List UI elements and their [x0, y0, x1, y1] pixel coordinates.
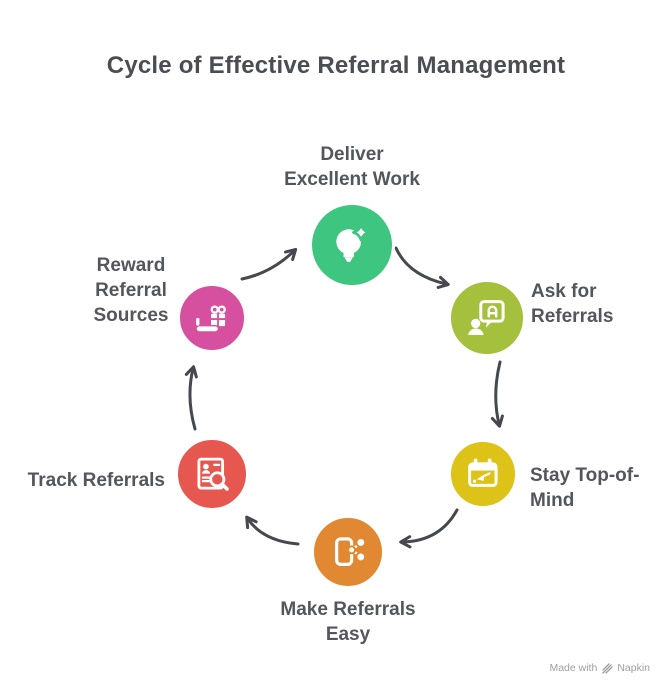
arrow-stay-to-make [399, 508, 459, 549]
lightbulb-sparkle-icon [336, 223, 371, 263]
label-line: Mind [530, 490, 575, 511]
watermark: Made with Napkin [549, 662, 650, 674]
arrow-reward-to-deliver [240, 247, 298, 281]
person-speech-bubble-icon [467, 299, 505, 335]
node-circle-deliver [309, 202, 395, 288]
node-label-make-referrals-easy: Make Referrals Easy [248, 597, 448, 647]
document-magnifier-icon [197, 457, 229, 491]
node-circle-make [311, 515, 385, 589]
label-line: Stay Top-of- [530, 465, 640, 486]
node-circle-stay [448, 439, 518, 509]
node-circle-reward [177, 283, 247, 353]
label-line: Sources [93, 305, 169, 326]
node-label-deliver-excellent-work: Deliver Excellent Work [252, 142, 452, 192]
node-label-reward-referral-sources: Reward Referral Sources [56, 253, 206, 328]
label-line: Track Referrals [27, 470, 165, 491]
calendar-pointer-icon [468, 458, 498, 488]
phone-share-icon [335, 536, 367, 566]
label-line: Referrals [531, 306, 614, 327]
label-line: Reward [96, 255, 166, 276]
node-label-ask-for-referrals: Ask for Referrals [531, 279, 613, 329]
node-circle-track [175, 437, 249, 511]
label-line: Excellent Work [284, 169, 420, 190]
label-line: Referral [95, 280, 167, 301]
arrow-deliver-to-ask [394, 246, 450, 289]
napkin-logo-icon [602, 663, 613, 674]
node-label-stay-top-of-mind: Stay Top-of- Mind [530, 463, 639, 513]
node-label-track-referrals: Track Referrals [18, 468, 165, 493]
label-line: Deliver [320, 144, 384, 165]
diagram-title: Cycle of Effective Referral Management [106, 52, 566, 79]
watermark-brand: Napkin [617, 662, 650, 674]
label-line: Ask for [531, 281, 597, 302]
label-line: Easy [325, 624, 371, 645]
node-circle-ask [448, 279, 526, 357]
label-line: Make Referrals [280, 599, 416, 620]
hand-gift-icon [195, 305, 227, 333]
arrow-track-to-reward [184, 365, 198, 431]
arrow-make-to-track [245, 515, 300, 546]
arrow-ask-to-stay [490, 360, 504, 428]
watermark-prefix: Made with [549, 662, 598, 674]
